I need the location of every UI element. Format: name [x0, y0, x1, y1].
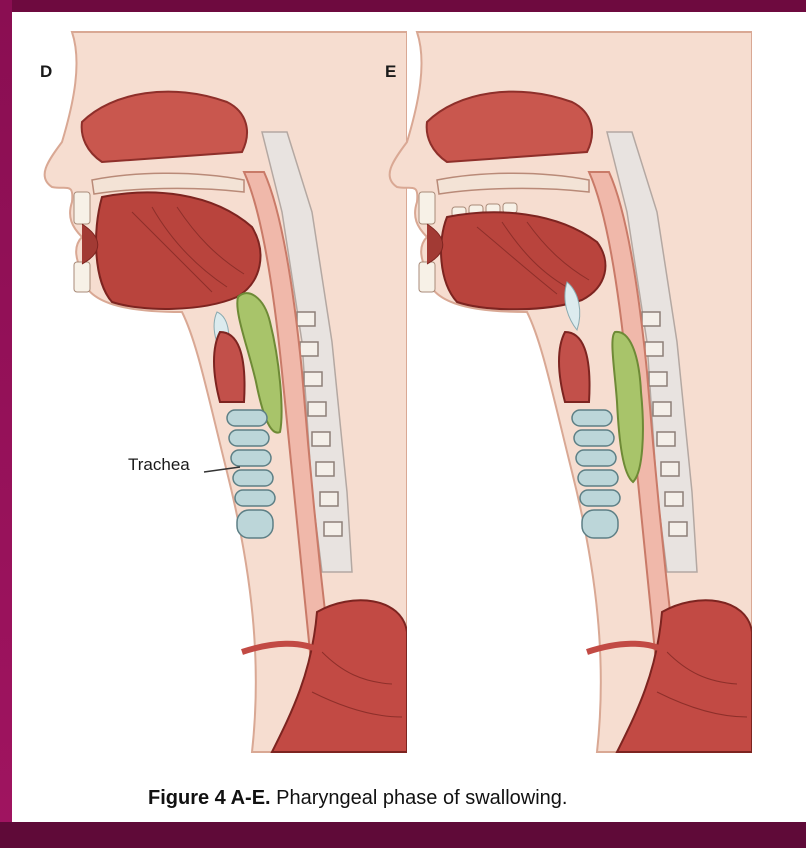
slide-frame-bottom	[0, 822, 806, 848]
figure-label: Figure 4 A-E.	[148, 787, 271, 809]
slide-frame-left	[0, 0, 12, 848]
panel-letter: D	[40, 62, 52, 82]
anatomy-figure: D Trachea	[12, 12, 806, 822]
head-neck-illustration-d	[12, 12, 407, 762]
panel-e: E	[357, 12, 752, 762]
panel-d: D Trachea	[12, 12, 407, 762]
figure-caption: Figure 4 A-E. Pharyngeal phase of swallo…	[148, 787, 567, 810]
slide-frame-top	[0, 0, 806, 12]
panel-letter: E	[385, 62, 396, 82]
caption-text: Pharyngeal phase of swallowing.	[271, 787, 568, 809]
head-neck-illustration-e	[357, 12, 752, 762]
trachea-callout: Trachea	[128, 455, 190, 475]
